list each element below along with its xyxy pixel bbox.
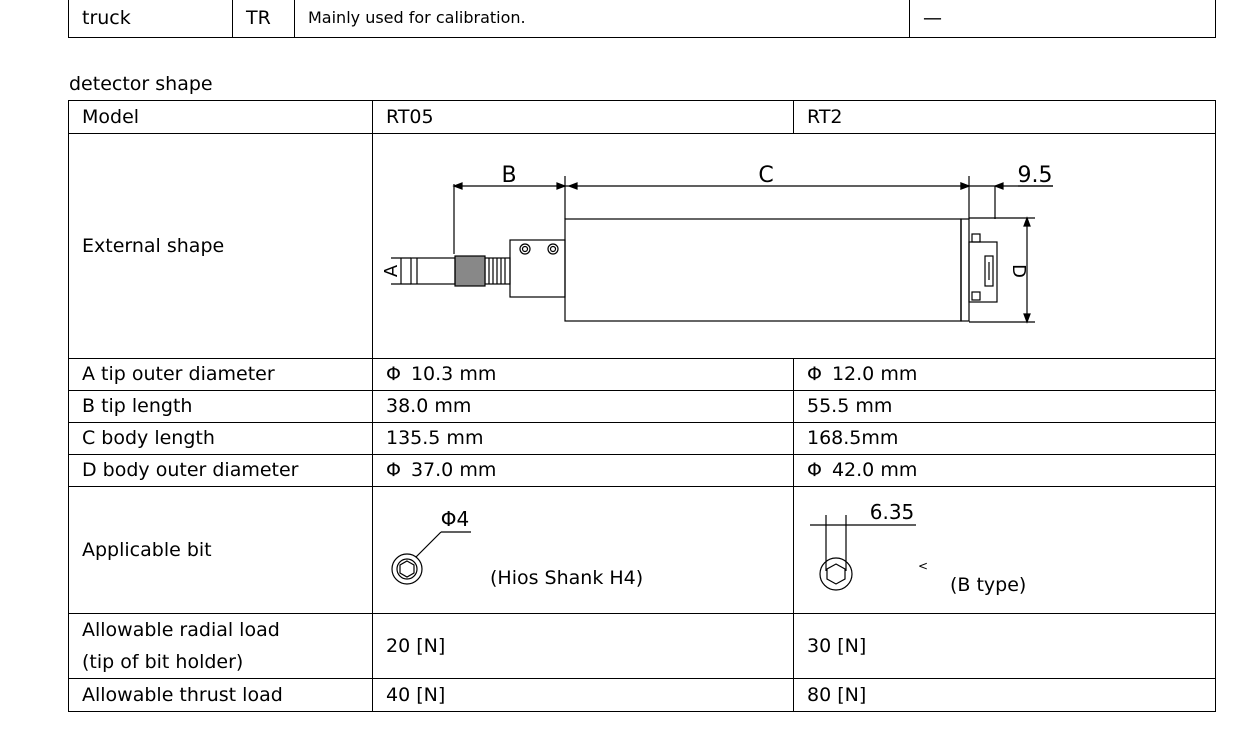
rt2-value: 168.5mm	[793, 422, 1216, 455]
external-shape-drawing-cell: B C 9.5 A D	[372, 133, 1216, 359]
dim-a-label: A	[381, 264, 402, 277]
top-table-fragment: truck TR Mainly used for calibration. —	[68, 0, 1216, 38]
rt2-bit-cell: 6.35 < (B type)	[793, 486, 1216, 614]
applicable-bit-label: Applicable bit	[68, 486, 373, 614]
row-code: TR	[232, 0, 295, 38]
row-description: Mainly used for calibration.	[294, 0, 910, 38]
rt2-value: 55.5 mm	[793, 390, 1216, 423]
row-label: D body outer diameter	[68, 454, 373, 487]
header-row: Model RT05 RT2	[68, 100, 1216, 134]
dim-d-label: D	[1008, 264, 1029, 278]
hex-bit-h4-drawing: Φ4	[391, 507, 471, 585]
dim-b-label: B	[501, 163, 516, 188]
header-rt2: RT2	[793, 100, 1216, 134]
rt05-bit-cell: Φ4 (Hios Shank H4)	[372, 486, 794, 614]
rt2-bit-caption: (B type)	[950, 574, 1027, 596]
table-row: B tip length 38.0 mm 55.5 mm	[68, 390, 1216, 423]
rt05-value: 135.5 mm	[372, 422, 794, 455]
header-rt05: RT05	[372, 100, 794, 134]
external-shape-label: External shape	[68, 133, 373, 359]
hex-bit-b-type-drawing: 6.35	[810, 500, 916, 591]
table-row: Allowable radial load (tip of bit holder…	[68, 613, 1216, 679]
row-note: —	[909, 0, 1216, 38]
bit-width-label: 6.35	[870, 500, 915, 524]
table-row: External shape	[68, 133, 1216, 359]
rt2-value: 80 [N]	[793, 678, 1216, 712]
section-title: detector shape	[69, 73, 213, 95]
phi-symbol: Φ	[807, 363, 822, 386]
rt2-value: 30 [N]	[793, 613, 1216, 679]
rt05-value: 40 [N]	[372, 678, 794, 712]
row-label: C body length	[68, 422, 373, 455]
rt05-value: 38.0 mm	[372, 390, 794, 423]
table-row: Allowable thrust load 40 [N] 80 [N]	[68, 678, 1216, 712]
row-label: A tip outer diameter	[68, 358, 373, 391]
detector-drawing: B C 9.5 A D	[381, 163, 1053, 324]
row-label: B tip length	[68, 390, 373, 423]
dim-c-label: C	[758, 163, 773, 188]
stray-mark: <	[918, 559, 929, 573]
phi-symbol: Φ	[386, 363, 401, 386]
table-row: truck TR Mainly used for calibration. —	[68, 0, 1216, 38]
bit-diameter-label: Φ4	[441, 507, 469, 531]
thrust-load-label: Allowable thrust load	[68, 678, 373, 712]
header-model: Model	[68, 100, 373, 134]
row-name: truck	[68, 0, 233, 38]
detector-shape-table: Model RT05 RT2 External shape	[68, 100, 1216, 712]
rt05-bit-caption: (Hios Shank H4)	[490, 567, 644, 589]
rt05-value: 20 [N]	[372, 613, 794, 679]
dim-9-5-label: 9.5	[1018, 163, 1053, 188]
phi-symbol: Φ	[386, 459, 401, 482]
phi-symbol: Φ	[807, 459, 822, 482]
radial-load-label: Allowable radial load (tip of bit holder…	[68, 613, 373, 679]
table-row: C body length 135.5 mm 168.5mm	[68, 422, 1216, 455]
table-row: Applicable bit Φ4 (Hios Shank H4)	[68, 486, 1216, 614]
